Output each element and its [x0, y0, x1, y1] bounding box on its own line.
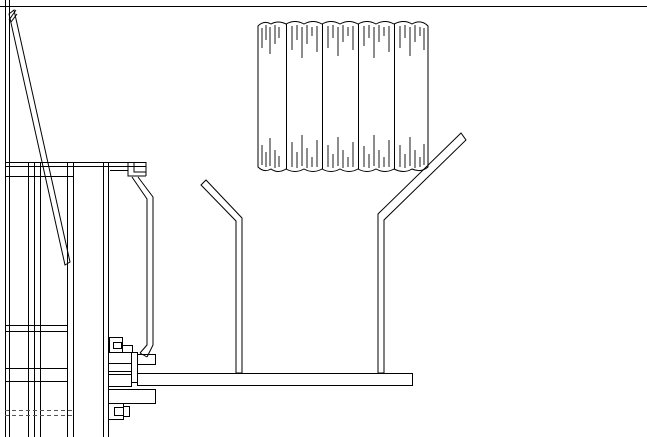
cylinder-roll: [257, 21, 429, 172]
base-plate: [137, 373, 413, 386]
top-plate-bracket: [110, 162, 147, 177]
guide-rail: [131, 176, 154, 358]
machine-frame: [5, 0, 146, 437]
diagonal-strut: [8, 9, 71, 266]
right-v-arm: [377, 132, 467, 374]
clamp-blocks: [108, 337, 156, 420]
left-v-arm: [200, 179, 243, 374]
